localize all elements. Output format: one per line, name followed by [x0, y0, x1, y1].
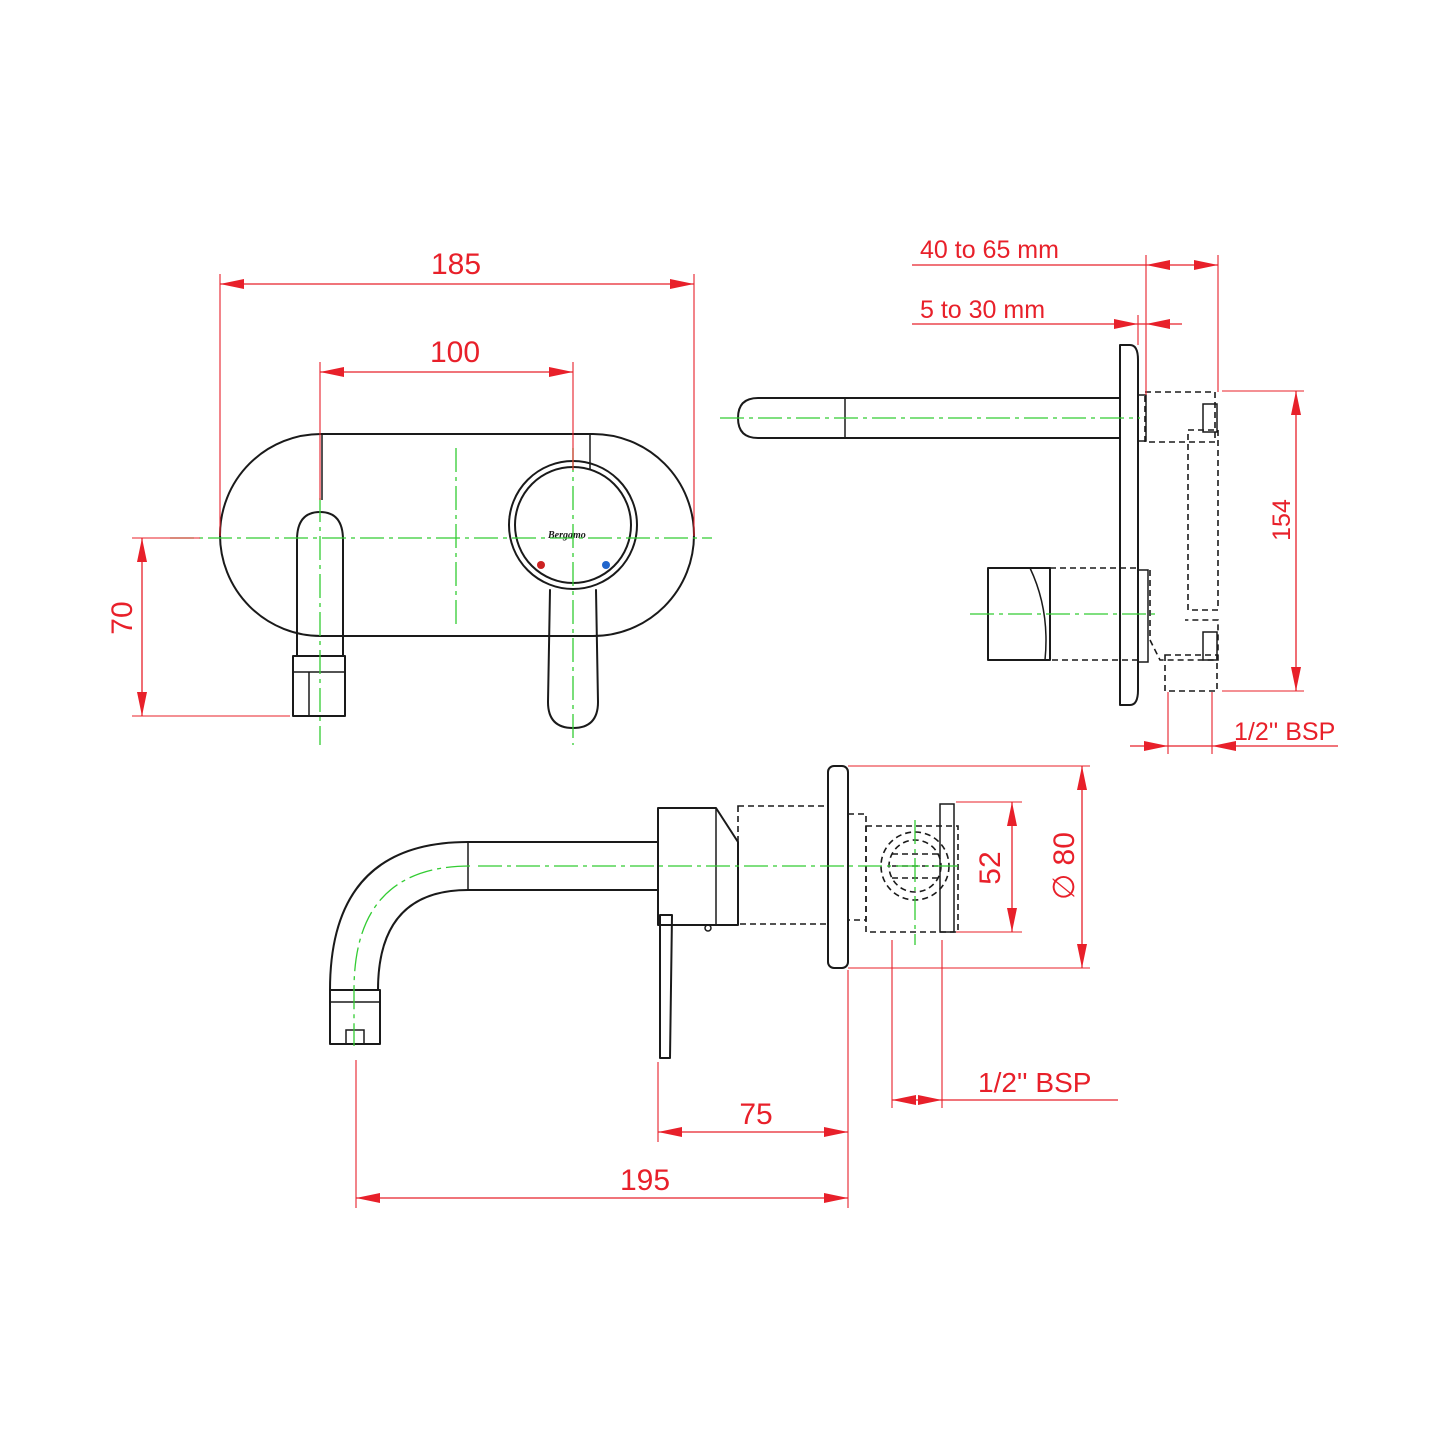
dim-70-arrow-top	[137, 538, 147, 562]
top-view	[329, 765, 960, 1059]
front-view: Bergamo	[170, 433, 712, 745]
side-hidden-body-upper	[1144, 391, 1216, 443]
side-dimensions: 40 to 65 mm 5 to 30 mm 154 1/2'' BSP	[912, 236, 1338, 754]
top-spout-outlet-tip	[345, 1029, 365, 1045]
dim-75-arrow-right	[824, 1127, 848, 1137]
top-hidden-nut	[939, 803, 955, 933]
side-hidden-connector	[1149, 570, 1219, 661]
side-hidden-body-vertical	[1187, 429, 1219, 611]
side-view	[720, 344, 1219, 706]
dim-40-65-arrow-right	[1194, 260, 1218, 270]
dim-70-arrow-bottom	[137, 692, 147, 716]
top-lever-dot	[704, 924, 712, 932]
top-hidden-valve-body	[847, 813, 867, 921]
dim-side-connection-label: 1/2'' BSP	[1234, 718, 1335, 746]
side-hidden-nut-right	[1202, 403, 1218, 433]
dim-5-30-arrow-left	[1114, 319, 1138, 329]
side-hidden-nut-bottom	[1202, 631, 1218, 661]
dim-center-height-label: 70	[106, 601, 139, 634]
top-spout-centerline	[353, 865, 471, 1046]
dim-80-arrow-bottom	[1077, 944, 1087, 968]
top-spout-outer-curve	[329, 841, 659, 991]
brand-logo: Bergamo	[547, 530, 586, 541]
cold-indicator-dot	[602, 561, 610, 569]
top-dimensions: 52 ∅ 80 1/2'' BSP 75 195	[355, 765, 1118, 1208]
side-hidden-inlet	[1164, 654, 1218, 692]
dim-80-arrow-top	[1077, 766, 1087, 790]
front-spout-body	[296, 511, 344, 657]
dim-side-height-label: 154	[1268, 499, 1296, 541]
dim-body-square-label: 52	[974, 851, 1007, 884]
top-hidden-cartridge	[737, 805, 829, 925]
dim-bsp-side-arrow-left	[1144, 741, 1168, 751]
front-dimensions: 185 100 70	[106, 248, 695, 717]
dim-spout-to-handle-label: 100	[430, 336, 480, 369]
dim-overall-width-label: 185	[431, 248, 481, 281]
top-spout-outlet	[329, 989, 381, 1045]
dim-100-arrow-left	[320, 367, 344, 377]
dim-bsp-top-arrow-right	[918, 1095, 942, 1105]
dim-top-connection-label: 1/2'' BSP	[978, 1067, 1091, 1098]
front-spout-aerator	[292, 655, 346, 717]
dim-195-arrow-right	[824, 1193, 848, 1203]
top-wall-plate	[827, 765, 849, 969]
dim-plate-diameter-label: ∅ 80	[1048, 832, 1081, 900]
dim-154-arrow-bottom	[1291, 667, 1301, 691]
dim-bsp-top-arrow-left	[892, 1095, 916, 1105]
dim-bsp-side-arrow-right	[1212, 741, 1236, 751]
hot-indicator-dot	[537, 561, 545, 569]
top-handle-lever	[659, 914, 673, 1059]
dim-185-arrow-right	[670, 279, 694, 289]
dim-52-arrow-bottom	[1007, 908, 1017, 932]
dim-spout-projection-label: 195	[620, 1164, 670, 1197]
dim-52-arrow-top	[1007, 802, 1017, 826]
dim-195-arrow-left	[356, 1193, 380, 1203]
dim-100-arrow-right	[549, 367, 573, 377]
side-handle-thread	[1137, 569, 1149, 663]
top-handle-body	[657, 807, 739, 926]
dim-handle-projection-label: 75	[739, 1098, 772, 1131]
dim-5-30-arrow-right	[1146, 319, 1170, 329]
dim-plate-depth-range-label: 5 to 30 mm	[920, 296, 1045, 324]
dim-40-65-arrow-left	[1146, 260, 1170, 270]
side-wall-plate	[1119, 344, 1139, 706]
dim-75-arrow-left	[658, 1127, 682, 1137]
dim-wall-depth-range-label: 40 to 65 mm	[920, 236, 1059, 264]
side-handle-taper	[1029, 567, 1047, 661]
dim-185-arrow-left	[220, 279, 244, 289]
top-spout-inner-curve	[377, 889, 659, 991]
front-wall-plate	[219, 433, 695, 637]
top-hidden-valve-box	[865, 825, 959, 933]
dim-154-arrow-top	[1291, 391, 1301, 415]
